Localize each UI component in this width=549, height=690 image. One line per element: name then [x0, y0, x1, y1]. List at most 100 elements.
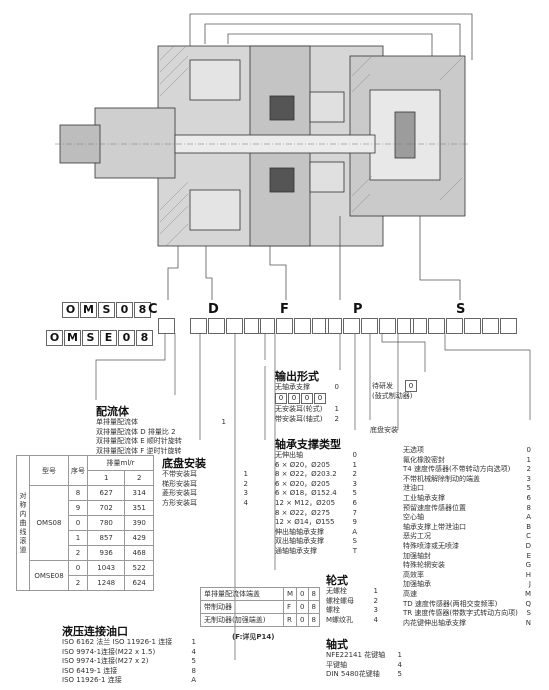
code-char: 0 [118, 330, 135, 346]
code-letter-f: F [280, 302, 289, 317]
motor-section-drawing [55, 13, 473, 300]
code-char: M [64, 330, 81, 346]
output-boxes: 0 0 0 0 [275, 393, 327, 404]
code-slot-s [410, 318, 518, 334]
wheel-title: 轮式 [326, 574, 348, 587]
code-letter-p: P [353, 302, 363, 317]
code-slot-f [258, 318, 330, 334]
code-char: O [46, 330, 63, 346]
port-title: 液压连接油口 [62, 625, 128, 638]
output-item: 带安装耳(轴式)2 [275, 414, 339, 423]
code-char: 8 [136, 330, 153, 346]
mounting-title: 底盘安装 [162, 457, 206, 470]
rd-label: 待研发 [372, 382, 393, 390]
rd-sub: (鼓式制动器) [372, 392, 413, 400]
code-oms08: O M S 0 8 [62, 302, 152, 318]
col-header: 序号 [68, 455, 88, 486]
code-slot-c [158, 318, 176, 334]
port-item: ISO 9974-1连接(M22 x 1.5)4 [62, 647, 196, 656]
option-item: T4 速度传感器(不带转动方向选项)2 [403, 465, 531, 474]
col-subheader: 1 [86, 470, 126, 486]
model-cell: OMS08 [29, 485, 69, 561]
distributor-item: 双排量配流体 D 排量比 2 [96, 427, 176, 436]
bearing-title: 轴承支撑类型 [275, 438, 341, 451]
model-cell: OMSE08 [29, 560, 69, 591]
shaft-title: 轴式 [326, 638, 348, 651]
code-letter-s: S [456, 302, 466, 317]
code-char: 0 [116, 302, 133, 318]
code-slot-d [190, 318, 262, 334]
distributor-title: 配流体 [96, 405, 129, 418]
code-char: O [62, 302, 79, 318]
table-side-label: 对称内曲线滚道 [16, 455, 30, 591]
output-item: 无安装耳(轮式)1 [275, 405, 339, 413]
option-item: TD 速度传感器(两相交变频率)Q [403, 599, 531, 608]
rd-code-box: 0 [405, 380, 417, 392]
base-install-label: 底盘安装 [370, 426, 398, 434]
col-header: 排量ml/r [87, 455, 154, 471]
end-cover-note: (F:详见P14) [232, 633, 275, 641]
code-char: M [80, 302, 97, 318]
code-letter-d: D [208, 302, 219, 317]
output-list-2: 无安装耳(轮式)1 带安装耳(轴式)2 [275, 405, 339, 424]
code-letter-c: C [148, 302, 158, 317]
col-header: 型号 [29, 455, 69, 486]
option-item: TR 速度传感器(带数字式转动方向项)S [403, 609, 531, 618]
col-subheader: 2 [124, 470, 154, 486]
